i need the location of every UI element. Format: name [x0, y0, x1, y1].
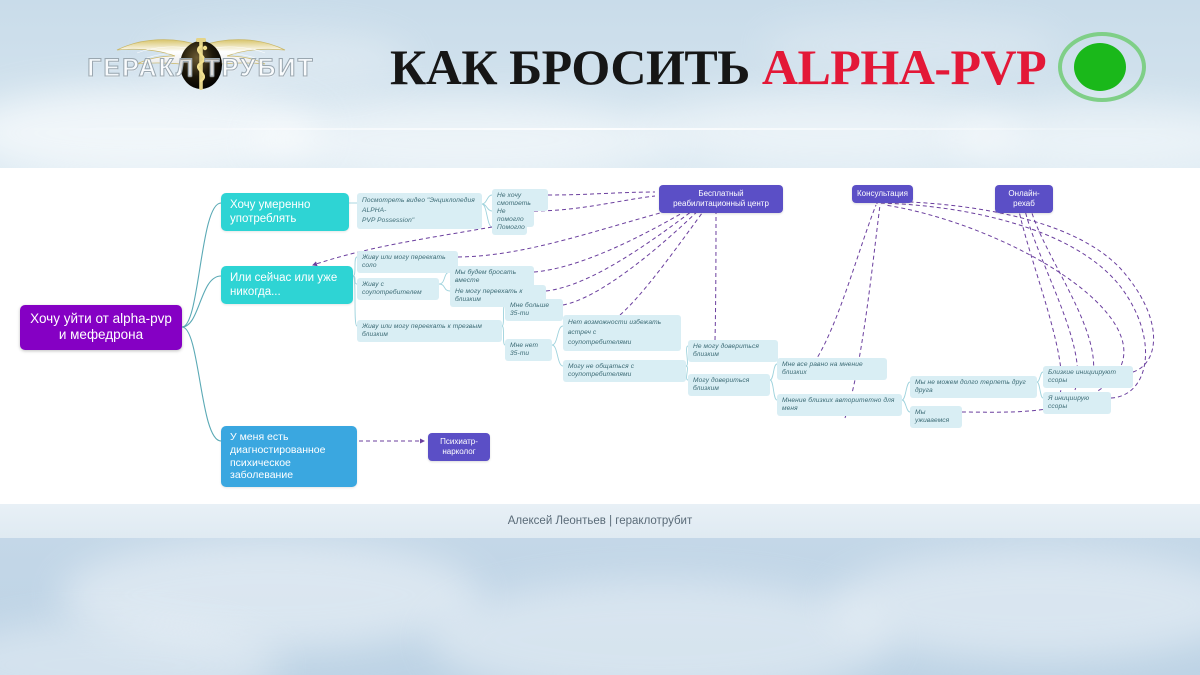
mindmap-node-root[interactable]: Хочу уйти от alpha-pvp и мефедрона: [20, 305, 182, 350]
mindmap-node-psychiatrist[interactable]: Психиатр-нарколог: [428, 433, 490, 461]
mindmap-node-solo[interactable]: Живу или могу переехать соло: [357, 251, 458, 274]
mindmap-node-iquarrel[interactable]: Я инициирую ссоры: [1043, 392, 1111, 415]
mindmap-node-quittogether[interactable]: Мы будем бросать вместе: [450, 266, 534, 289]
header-divider: [0, 128, 1200, 130]
mindmap-node-nowaytoavoid[interactable]: Нет возможности избежать встреч с соупот…: [563, 315, 681, 351]
mindmap-node-diagnosed[interactable]: У меня есть диагностированное психическо…: [221, 426, 357, 488]
cloud-decoration: [0, 620, 280, 675]
dashed-links: [312, 191, 1154, 444]
mindmap-node-helped[interactable]: Помогло: [492, 221, 527, 236]
mindmap-node-cannottalk[interactable]: Могу не общаться с соупотребителями: [563, 360, 686, 383]
page-header: ГЕРАКЛ ТРУБИТ КАК БРОСИТЬ ALPHA-PVP: [0, 0, 1200, 130]
cloud-decoration: [830, 550, 1200, 660]
mindmap-canvas[interactable]: Хочу уйти от alpha-pvp и мефедрона Хочу у…: [0, 168, 1200, 504]
title-black-part: КАК БРОСИТЬ: [390, 39, 762, 95]
mindmap-node-watchvideo[interactable]: Посмотреть видео "Энциклопедия ALPHA- PV…: [357, 193, 482, 229]
mindmap-node-authority[interactable]: Мнение близких авторитетно для меня: [777, 394, 902, 417]
mindmap-node-getalong[interactable]: Мы уживаемся: [910, 406, 962, 429]
logo-wordmark: ГЕРАКЛ ТРУБИТ: [87, 54, 315, 83]
title-red-part: ALPHA-PVP: [761, 39, 1047, 95]
cloud-decoration: [430, 580, 890, 675]
branch-lines: [181, 202, 222, 442]
mindmap-node-withuser[interactable]: Живу с соупотребителем: [357, 278, 439, 301]
mindmap-node-cannotstand[interactable]: Мы не можем долго терпеть друг друга: [910, 376, 1037, 399]
footer-credit-bar: Алексей Леонтьев | гераклотрубит: [0, 504, 1200, 538]
green-circle-icon: [1058, 32, 1146, 102]
mindmap-node-onlinerehab[interactable]: Онлайн-рехаб: [995, 185, 1053, 213]
brand-logo: ГЕРАКЛ ТРУБИТ: [55, 32, 347, 94]
cloud-decoration: [60, 540, 480, 650]
mindmap-node-cantrust_yes[interactable]: Могу довериться близким: [688, 374, 770, 397]
mindmap-node-theyquarrel[interactable]: Близкие инициируют ссоры: [1043, 366, 1133, 389]
mindmap-node-under35[interactable]: Мне нет 35-ти: [505, 339, 552, 362]
mindmap-node-dontcare[interactable]: Мне все равно на мнение близких: [777, 358, 887, 381]
mindmap-node-rehabcenter[interactable]: Бесплатный реабилитационный центр: [659, 185, 783, 213]
mindmap-node-moderate[interactable]: Хочу умеренно употреблять: [221, 193, 349, 232]
mindmap-node-sobernear[interactable]: Живу или могу переехать к трезвым близки…: [357, 320, 502, 343]
mindmap-node-nowornever[interactable]: Или сейчас или уже никогда...: [221, 266, 353, 305]
mindmap-node-cantrust_no[interactable]: Не могу довериться близким: [688, 340, 778, 363]
footer-credit-text: Алексей Леонтьев | гераклотрубит: [507, 515, 693, 527]
caduceus-wings-icon: [116, 38, 286, 90]
mindmap-node-over35[interactable]: Мне больше 35-ти: [505, 299, 563, 322]
page-title: КАК БРОСИТЬ ALPHA-PVP: [390, 36, 1090, 98]
mindmap-node-consultation[interactable]: Консультация: [852, 185, 913, 203]
